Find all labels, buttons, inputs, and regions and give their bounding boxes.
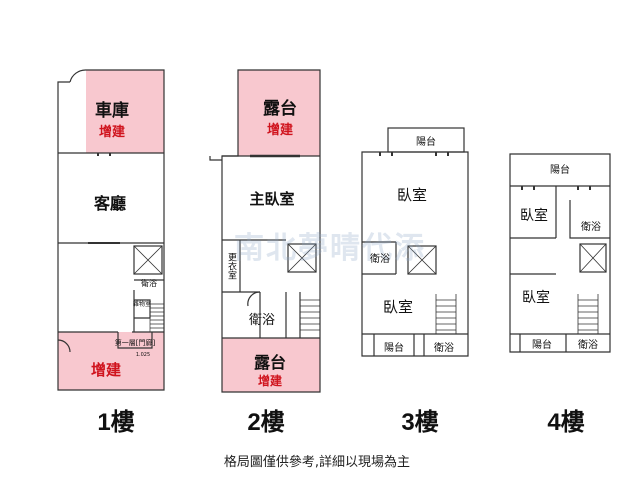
floor-4-bedroom-top-label: 臥室 — [520, 207, 548, 224]
closet-label: 更衣室 — [226, 252, 237, 279]
floor-2-bath-label: 衛浴 — [249, 313, 275, 328]
floor-4-stairs — [577, 294, 599, 334]
floor-1-stairs — [149, 300, 164, 332]
floor-4-label: 4樓 — [547, 409, 584, 436]
terrace-bottom-area — [222, 338, 320, 392]
floor-3-stair-core — [407, 245, 437, 275]
floor-4-stair-core — [579, 243, 607, 273]
floor-3-bath-bottom-label: 衛浴 — [434, 341, 454, 354]
front-addition-note: 增建 — [91, 361, 122, 379]
terrace-bottom-note: 增建 — [258, 373, 283, 388]
garage-addition-area — [86, 70, 164, 153]
floor-4-bath-side-label: 衛浴 — [581, 220, 601, 233]
floor-3-label: 3樓 — [401, 409, 438, 436]
living-room-label: 客廳 — [94, 194, 126, 213]
floor-2-label: 2樓 — [247, 409, 284, 436]
floor-1-label: 1樓 — [97, 409, 134, 436]
small-room-label: 雜物室 — [133, 300, 151, 308]
floor-2-partitions — [222, 239, 320, 339]
floor-2-stair-core — [287, 243, 317, 273]
front-addition-area — [58, 332, 164, 390]
floor-3-outline — [361, 151, 469, 357]
master-bedroom-label: 主臥室 — [249, 190, 294, 208]
garage-label: 車庫 — [95, 100, 129, 121]
gate-label: 第一層[門廊] — [115, 338, 156, 347]
floor-1-bath-label: 衛浴 — [141, 278, 157, 288]
garage-note: 增建 — [99, 124, 125, 140]
floor-2-plan — [209, 69, 321, 393]
floor-1-windows — [88, 153, 120, 244]
floor-1-stair-core — [133, 245, 163, 275]
terrace-bottom-label: 露台 — [254, 353, 286, 372]
floor-4-partitions — [510, 186, 610, 275]
floor-4-plan — [509, 153, 611, 353]
floor-3-bedroom-top-label: 臥室 — [397, 186, 427, 204]
floor-3-stairs — [435, 294, 457, 334]
floor-3-windows — [379, 152, 449, 156]
floor-3-plan — [361, 127, 469, 357]
floor-3-balcony-bottom-label: 陽台 — [384, 341, 404, 354]
floor-3-bottom-walls — [373, 334, 425, 356]
floor-3-bedroom-bottom-label: 臥室 — [383, 298, 413, 316]
floor-4-balcony-bottom-label: 陽台 — [532, 338, 552, 351]
floor-4-bedroom-bottom-label: 臥室 — [522, 289, 550, 306]
disclaimer-caption: 格局圖僅供參考,詳細以現場為主 — [223, 455, 411, 470]
dimension-mark: 1.025 — [136, 352, 150, 358]
watermark: 南北夢晴代添 — [234, 231, 426, 266]
floor-1-front-door-swing — [57, 339, 71, 353]
terrace-top-note: 增建 — [267, 122, 293, 138]
floor-1-gate — [117, 332, 153, 349]
floor-4-bath-bottom-label: 衛浴 — [578, 338, 598, 351]
floor-4-windows — [521, 186, 591, 190]
floor-4-outline — [509, 153, 611, 353]
terrace-top-label: 露台 — [263, 98, 297, 119]
floor-2-stairs — [300, 299, 320, 331]
floor-1-plan — [57, 69, 165, 391]
floor-3-balcony-top-label: 陽台 — [416, 135, 436, 148]
floor-4-bottom-walls — [510, 333, 610, 352]
floor-3-partitions — [362, 241, 468, 335]
floor-1-outline — [57, 69, 165, 391]
floor-1-door-swing — [69, 69, 87, 83]
floor-4-balcony-top-label: 陽台 — [550, 163, 570, 176]
floor-2-door-swing — [247, 291, 261, 307]
terrace-top-area — [238, 70, 320, 156]
floor-3-bath-side-label: 衛浴 — [370, 252, 390, 265]
